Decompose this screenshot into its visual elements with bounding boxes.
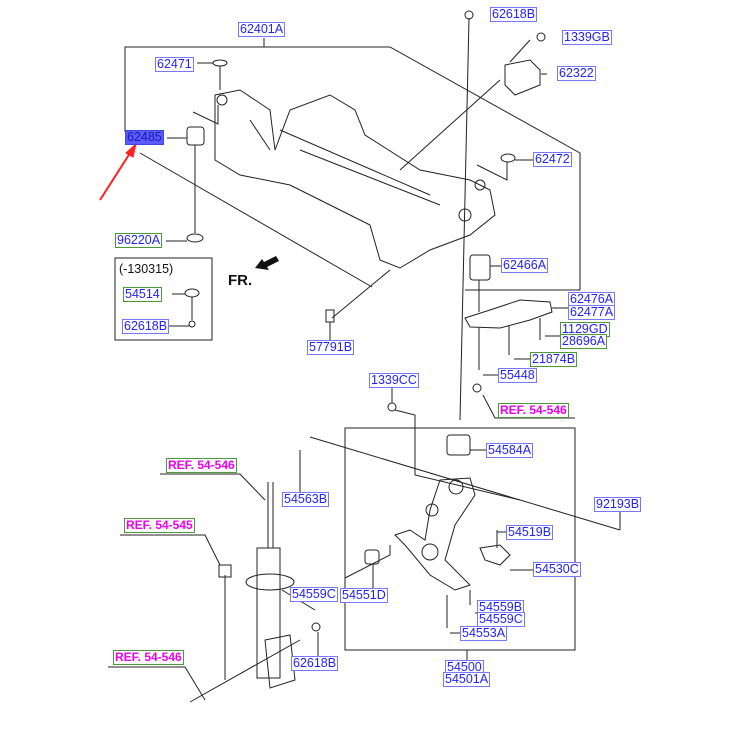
front-marker: FR.	[228, 272, 253, 289]
bracket-62322-part	[504, 59, 541, 96]
plate-62476A-part	[464, 299, 553, 329]
part-number-label[interactable]: 62401A	[238, 22, 286, 37]
part-number-label[interactable]: 55448	[498, 368, 537, 383]
part-number-label[interactable]: 54584A	[486, 443, 534, 458]
part-number-label[interactable]: 62472	[533, 152, 572, 167]
part-number-label[interactable]: 54514	[123, 287, 162, 302]
pointer-arrow	[99, 149, 133, 201]
part-number-label[interactable]: 28696A	[560, 334, 608, 349]
part-number-label[interactable]: 62322	[557, 66, 596, 81]
strut-part	[256, 547, 281, 679]
leader-lines	[108, 62, 621, 701]
lower-arm-part	[394, 477, 476, 591]
ball-joint-part	[479, 544, 511, 566]
part-number-label[interactable]: 1339CC	[369, 373, 419, 388]
part-number-label[interactable]: 62471	[155, 57, 194, 72]
part-number-label[interactable]: 96220A	[115, 233, 163, 248]
bushing-54584A-part	[446, 434, 471, 456]
inset-box	[114, 257, 213, 341]
bushing-62466A-part	[469, 254, 491, 281]
part-number-label[interactable]: 62477A	[568, 305, 616, 320]
front-arrow-icon	[255, 256, 279, 270]
inset-note: (-130315)	[119, 262, 174, 276]
part-number-label[interactable]: 1339GB	[562, 30, 612, 45]
part-number-label[interactable]: 54519B	[506, 525, 554, 540]
part-number-label[interactable]: 62466A	[501, 258, 549, 273]
bushing-62485-part	[186, 126, 205, 146]
part-number-label[interactable]: 54553A	[460, 626, 508, 641]
part-number-label[interactable]: 1129GD	[560, 322, 610, 337]
part-number-label[interactable]: 54551D	[340, 588, 388, 603]
part-number-label[interactable]: 62618B	[490, 7, 538, 22]
part-number-label[interactable]: 54559B	[477, 600, 525, 615]
lower-arm-group-box	[344, 427, 576, 651]
reference-link[interactable]: REF. 54-546	[498, 403, 569, 418]
reference-link[interactable]: REF. 54-546	[166, 458, 237, 473]
reference-link[interactable]: REF. 54-545	[124, 518, 195, 533]
part-number-label[interactable]: 54559C	[290, 587, 338, 602]
subframe-part	[214, 89, 496, 269]
part-number-label[interactable]: 54501A	[443, 672, 491, 687]
subframe-group-outline	[124, 46, 581, 291]
part-number-label[interactable]: 54500	[445, 660, 484, 675]
part-number-label[interactable]: 62476A	[568, 292, 616, 307]
part-number-label[interactable]: 62618B	[122, 319, 170, 334]
part-number-label[interactable]: 21874B	[530, 352, 578, 367]
part-number-label[interactable]: 92193B	[594, 497, 642, 512]
part-number-label[interactable]: 62618B	[291, 656, 339, 671]
part-number-label[interactable]: 54530C	[533, 562, 581, 577]
part-number-label[interactable]: 62485	[125, 130, 164, 145]
part-number-label[interactable]: 54563B	[282, 492, 330, 507]
part-number-label[interactable]: 54559C	[477, 612, 525, 627]
part-number-label[interactable]: 57791B	[307, 340, 355, 355]
reference-link[interactable]: REF. 54-546	[113, 650, 184, 665]
